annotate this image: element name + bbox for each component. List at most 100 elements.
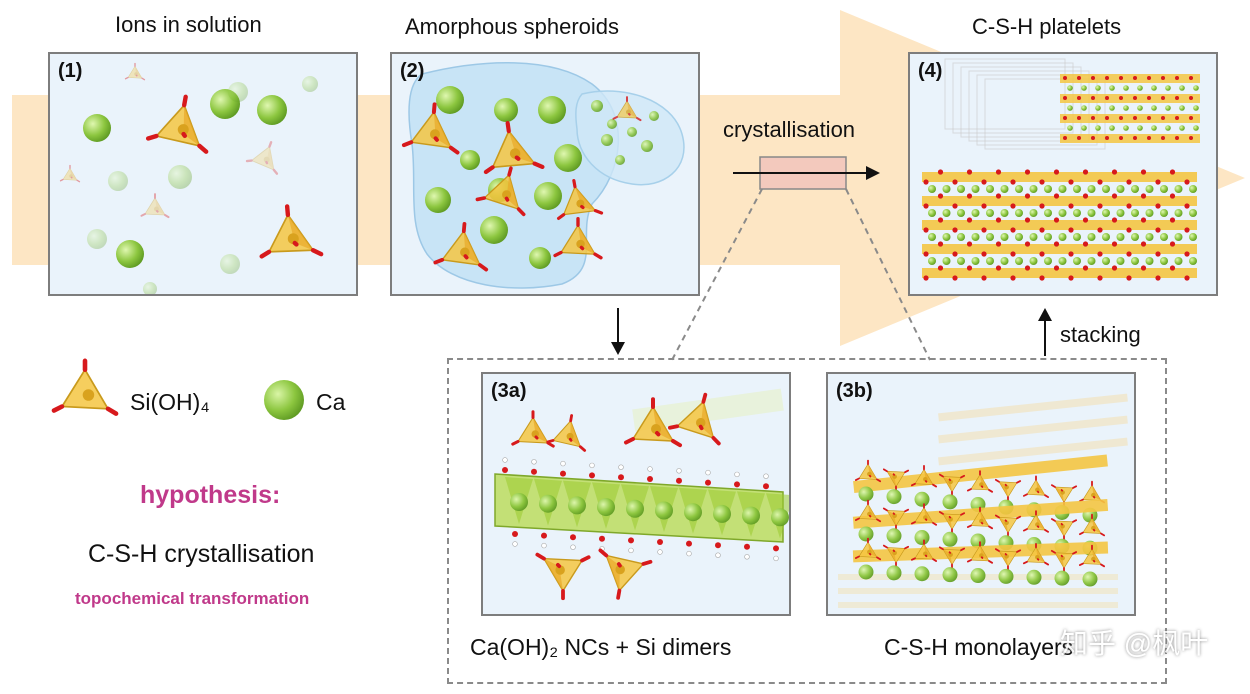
calcium-ion — [601, 134, 613, 146]
silicate-tetrahedron — [401, 102, 460, 155]
calcium-ion — [494, 98, 518, 122]
calcium-ion — [1082, 571, 1098, 587]
hydrogen-atom — [541, 542, 547, 549]
oxygen-atom — [531, 468, 537, 475]
oxygen-atom — [1140, 217, 1147, 223]
hydrogen-atom — [686, 550, 692, 557]
oxygen-atom — [1169, 217, 1176, 223]
calcium-ion — [1116, 185, 1125, 193]
calcium-ion — [1116, 233, 1125, 241]
panel-1-label: (1) — [58, 60, 83, 82]
oxygen-atom — [1105, 116, 1109, 120]
monolayers-illustration — [838, 393, 1128, 608]
calcium-ion — [1145, 233, 1154, 241]
calcium-ion — [1145, 185, 1154, 193]
oxygen-atom — [1082, 193, 1089, 199]
silicate-tetrahedron — [910, 539, 938, 562]
calcium-ion — [928, 185, 936, 193]
silicate-tetrahedron — [994, 514, 1022, 538]
oxygen-atom — [923, 227, 929, 233]
oxygen-atom — [937, 169, 944, 175]
oxygen-atom — [1189, 116, 1193, 120]
hydrogen-atom — [618, 464, 624, 470]
calcium-ion — [1000, 257, 1009, 265]
silicate-tetrahedron — [882, 507, 910, 531]
silicate-tetrahedron — [612, 96, 642, 122]
calcium-ion — [1044, 185, 1052, 193]
panel-caoh2-ncs: (3a) — [481, 372, 791, 616]
calcium-ion — [1137, 85, 1143, 91]
calcium-ion — [1123, 125, 1129, 131]
silicate-tetrahedron — [245, 141, 279, 175]
calcium-ion — [942, 494, 958, 510]
calcium-ion — [1015, 185, 1023, 193]
oxygen-atom — [923, 275, 929, 281]
oxygen-atom — [1097, 251, 1103, 257]
oxygen-atom — [952, 203, 958, 209]
calcium-ion — [1087, 257, 1096, 265]
calcium-ion — [1131, 233, 1139, 241]
oxygen-atom — [1155, 203, 1161, 209]
caoh2-illustration — [494, 388, 789, 601]
calcium-ion — [534, 182, 562, 210]
oxygen-atom — [1082, 217, 1089, 223]
oxygen-atom — [952, 275, 958, 281]
calcium-ion — [942, 233, 951, 241]
silicate-tetrahedron — [553, 217, 603, 260]
calcium-ion — [1151, 85, 1157, 91]
oxygen-atom — [502, 467, 508, 473]
calcium-ion — [886, 489, 902, 505]
oxygen-atom — [937, 241, 944, 247]
oxygen-atom — [1010, 179, 1016, 185]
calcium-ion — [1044, 233, 1052, 241]
silicate-tetrahedron — [966, 541, 994, 564]
calcium-ion — [684, 503, 702, 522]
zoom-region — [447, 358, 1167, 684]
calcium-ion — [1058, 185, 1067, 193]
calcium-ion — [1029, 257, 1038, 265]
zoom-guide-right — [845, 188, 931, 361]
silicate-tetrahedron — [598, 548, 653, 600]
spheroid-cluster — [408, 62, 620, 289]
calcium-ion — [1015, 257, 1023, 265]
oxygen-atom — [1097, 179, 1103, 185]
calcium-ion — [957, 233, 965, 241]
panel-csh-monolayers: (3b) — [826, 372, 1136, 616]
calcium-ion — [510, 493, 528, 511]
oxygen-atom — [1053, 217, 1060, 223]
oxygen-atom — [952, 179, 958, 185]
calcium-ion — [1179, 125, 1185, 131]
oxygen-atom — [1184, 275, 1190, 281]
oxygen-atom — [1147, 96, 1151, 100]
panel-2-label: (2) — [400, 60, 425, 82]
oxygen-atom — [1111, 193, 1118, 199]
oxygen-atom — [1053, 169, 1060, 175]
oxygen-atom — [1147, 116, 1151, 120]
oxygen-atom — [763, 483, 769, 490]
calcium-ion — [87, 229, 107, 249]
silicate-chain — [922, 172, 1197, 182]
calcium-ion — [1193, 85, 1199, 91]
calcium-ion — [615, 155, 625, 165]
oxygen-atom — [981, 275, 987, 281]
oxygen-atom — [966, 217, 973, 223]
calcium-ion — [1174, 209, 1183, 217]
calcium-ion — [655, 501, 673, 520]
hydrogen-atom — [570, 544, 576, 550]
faded-layer — [938, 437, 1128, 466]
oxygen-atom — [1133, 96, 1137, 100]
panel-1-title: Ions in solution — [115, 12, 262, 37]
calcium-ion — [1151, 105, 1157, 111]
oxygen-atom — [1189, 96, 1193, 100]
oxygen-atom — [1105, 96, 1109, 100]
oxygen-atom — [1184, 227, 1190, 233]
spheroid-illustration — [401, 62, 685, 289]
oxygen-atom — [923, 251, 929, 257]
calcium-ion — [1102, 185, 1110, 193]
oxygen-atom — [1175, 96, 1179, 100]
oxygen-atom — [995, 217, 1002, 223]
panel-2-title: Amorphous spheroids — [405, 14, 620, 39]
oxygen-atom — [1091, 96, 1095, 100]
calcium-ion — [1179, 105, 1185, 111]
oxygen-atom — [1068, 179, 1074, 185]
